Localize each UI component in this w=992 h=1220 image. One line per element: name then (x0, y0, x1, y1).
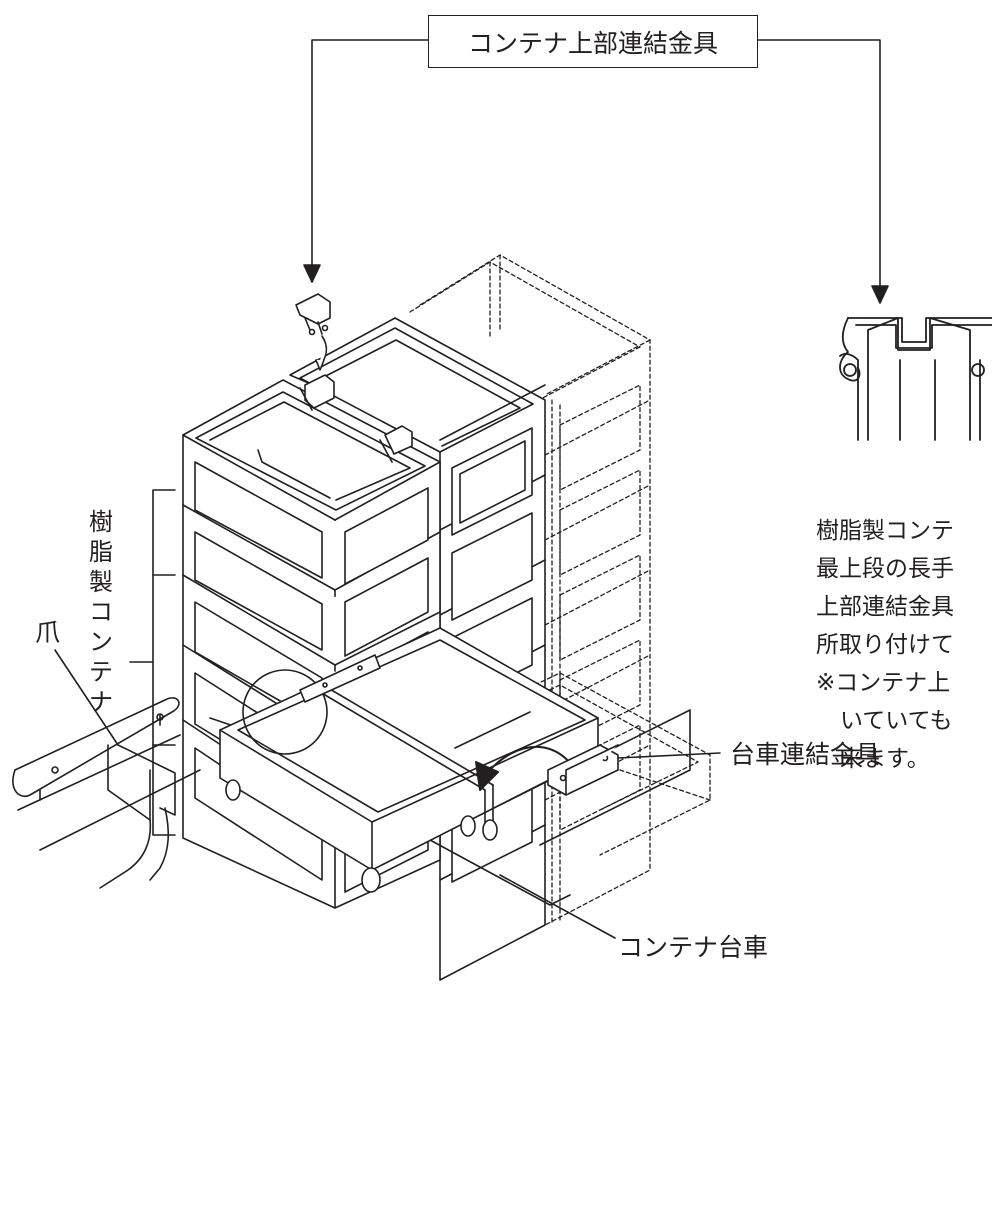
container-bracket (129, 489, 176, 836)
top-clamp-label: コンテナ上部連結金具 (428, 15, 758, 68)
containers-label: 樹脂製コンテナ (89, 508, 113, 716)
claw-label: 爪 (35, 618, 61, 647)
description-line: 来ます。 (840, 746, 930, 772)
description-text: 樹脂製コンテ 最上段の長手 上部連結金具 所取り付けて ※コンテナ上 いていても… (816, 512, 954, 778)
dolly-leader (499, 874, 616, 939)
top-clamp-leaders (303, 39, 889, 304)
dolly-clamp-label: 台車連結金具 (730, 740, 881, 769)
description-line: いていても (840, 708, 953, 734)
top-clamp-parts (295, 293, 413, 463)
dolly-clamp-part (547, 744, 721, 796)
clamp-cross-section (839, 317, 992, 441)
description-line: 所取り付けて (816, 632, 954, 658)
dolly-label: コンテナ台車 (618, 933, 769, 962)
description-line: ※コンテナ上 (816, 670, 951, 696)
description-line: 上部連結金具 (816, 594, 954, 620)
description-line: 樹脂製コンテ (816, 518, 954, 544)
dolly-base (219, 627, 599, 893)
description-line: 最上段の長手 (816, 556, 954, 582)
